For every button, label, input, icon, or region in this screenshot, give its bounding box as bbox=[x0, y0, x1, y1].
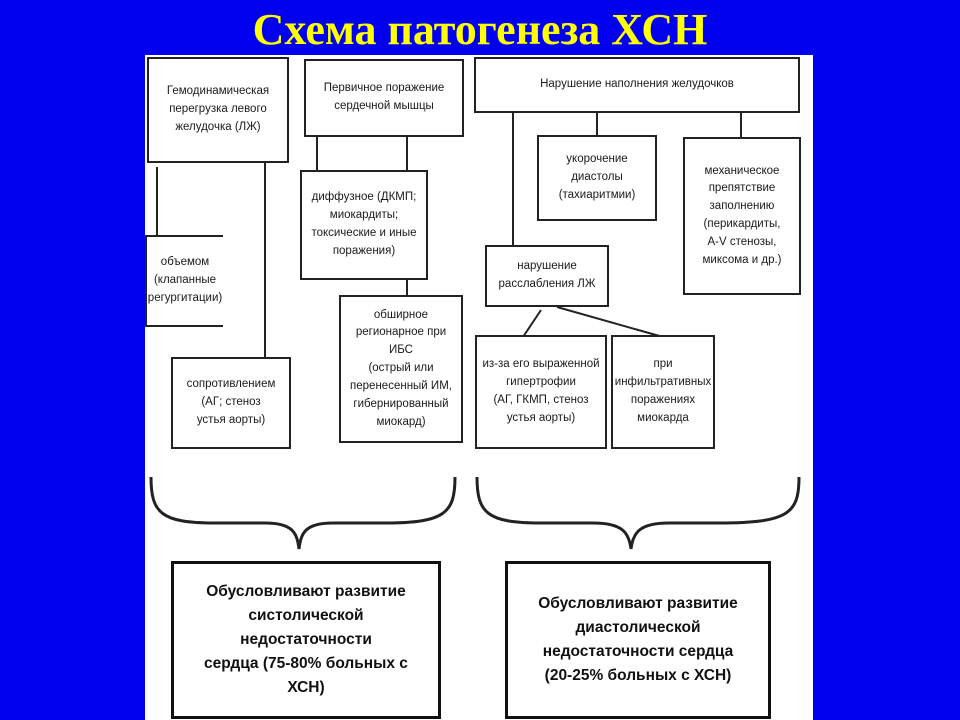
box-extensive-regional: обширное регионарное при ИБС (острый или… bbox=[339, 295, 463, 443]
slide-title: Схема патогенеза ХСН bbox=[252, 5, 708, 54]
box-hemodynamic-overload: Гемодинамическая перегрузка левого желуд… bbox=[147, 57, 289, 163]
connector-lines bbox=[149, 113, 801, 550]
box-volume: объемом (клапанные регургитации) bbox=[145, 235, 223, 327]
box-primary-lesion: Первичное поражение сердечной мышцы bbox=[304, 59, 464, 137]
right-brace bbox=[475, 476, 801, 550]
box-hypertrophy: из-за его выраженной гипертрофии (АГ, ГК… bbox=[475, 335, 607, 449]
box-resistance: сопротивлением (АГ; стеноз устья аорты) bbox=[171, 357, 291, 449]
box-diastole-shortening: укорочение диастолы (тахиаритмии) bbox=[537, 135, 657, 221]
box-relaxation-disorder: нарушение расслабления ЛЖ bbox=[485, 245, 609, 307]
diagram-panel: Гемодинамическая перегрузка левого желуд… bbox=[145, 55, 813, 720]
box-filling-disorder: Нарушение наполнения желудочков bbox=[474, 57, 800, 113]
connector-relax-infiltrative bbox=[556, 306, 664, 338]
box-systolic-result: Обусловливают развитие систолической нед… bbox=[171, 561, 441, 719]
box-diastolic-result: Обусловливают развитие диастолической не… bbox=[505, 561, 771, 719]
box-diffuse: диффузное (ДКМП; миокардиты; токсические… bbox=[300, 170, 428, 280]
left-brace bbox=[149, 476, 457, 550]
box-infiltrative: при инфильтративных поражениях миокарда bbox=[611, 335, 715, 449]
connector-relax-hypertrophy bbox=[522, 309, 542, 338]
box-mechanical-obstruction: механическое препятствие заполнению (пер… bbox=[683, 137, 801, 295]
